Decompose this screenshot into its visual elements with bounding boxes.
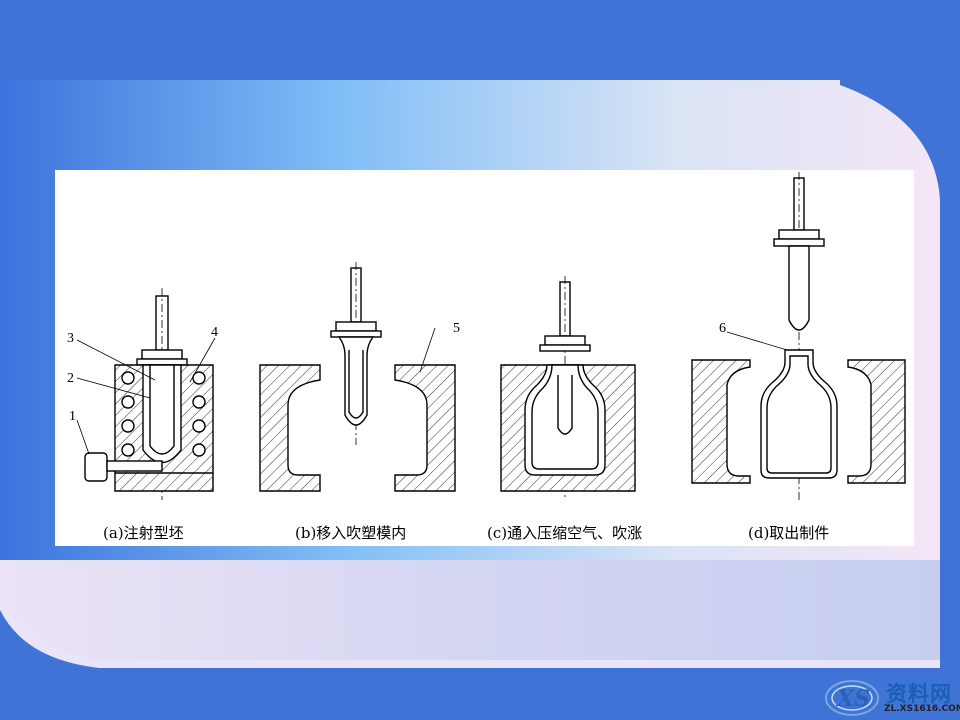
stage-b-transfer [259, 262, 456, 492]
label-1: 1 [69, 409, 76, 424]
diagram-drawing: 3 2 1 4 5 [67, 172, 906, 500]
watermark-brand: 资料网 [886, 682, 952, 706]
label-3: 3 [67, 331, 74, 346]
caption-c: (c)通入压缩空气、吹涨 [487, 524, 643, 542]
stage-c-blow [500, 276, 636, 500]
stage-d-remove [691, 172, 906, 500]
logo-letters: XS [835, 686, 870, 712]
watermark-logo-icon: XS [825, 680, 879, 716]
label-2: 2 [67, 371, 74, 386]
stage-a-injection [76, 288, 216, 500]
caption-d: (d)取出制件 [748, 524, 830, 542]
caption-b: (b)移入吹塑模内 [295, 524, 407, 542]
caption-a: (a)注射型坯 [103, 524, 184, 542]
watermark-url: ZL.XS1616.COM [884, 704, 960, 714]
label-5: 5 [453, 321, 460, 336]
blow-molding-diagram: 3 2 1 4 5 [55, 170, 914, 546]
label-4: 4 [211, 325, 218, 340]
label-6: 6 [719, 321, 726, 336]
